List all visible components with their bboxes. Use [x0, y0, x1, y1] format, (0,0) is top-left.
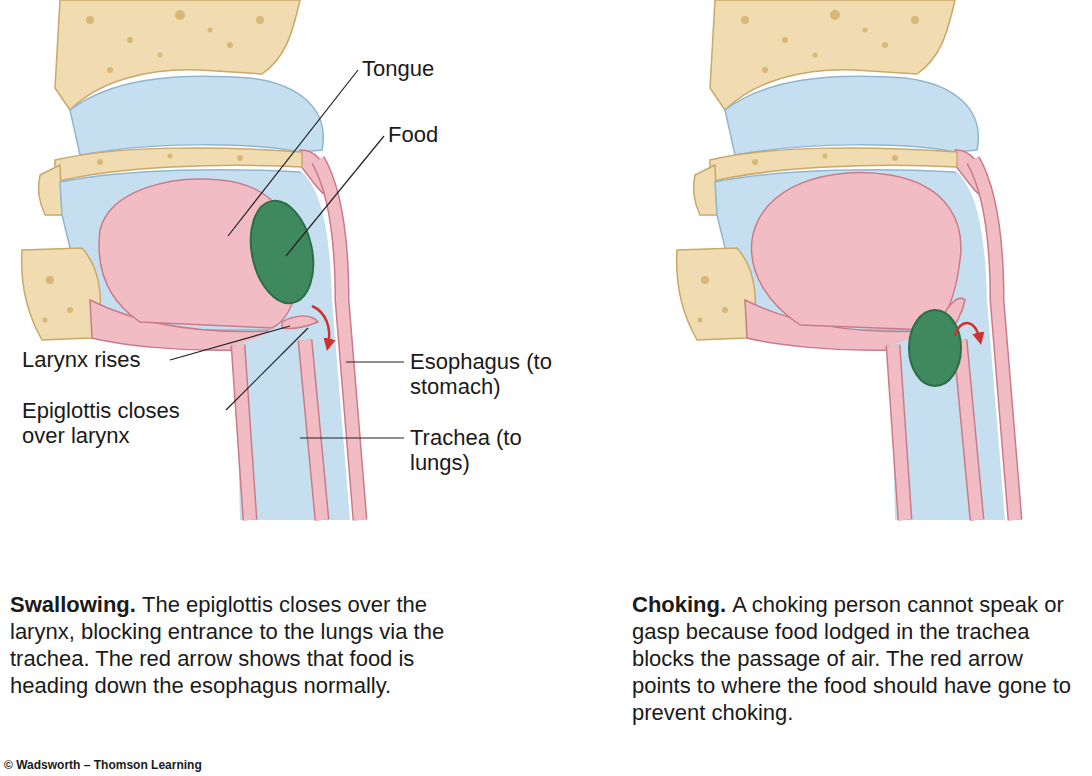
red-arrow	[955, 323, 980, 340]
part-label: Tongue	[362, 56, 502, 81]
part-label: Food	[388, 122, 508, 147]
caption-heading: Choking.	[632, 592, 726, 617]
part-label: Trachea (to lungs)	[410, 425, 560, 475]
part-label: Epiglottis closes over larynx	[22, 398, 227, 448]
tongue	[752, 173, 961, 330]
caption-block: Swallowing.The epiglottis closes over th…	[10, 591, 455, 699]
caption-heading: Swallowing.	[10, 592, 136, 617]
head-section	[677, 0, 1015, 520]
part-label: Esophagus (to stomach)	[410, 349, 580, 399]
copyright-note: © Wadsworth – Thomson Learning	[4, 758, 202, 772]
head-section	[22, 0, 360, 520]
part-label: Larynx rises	[22, 347, 172, 372]
red-arrow	[312, 306, 329, 346]
caption-block: Choking.A choking person cannot speak or…	[632, 591, 1087, 726]
food-bolus	[242, 195, 322, 309]
food-bolus	[909, 310, 961, 386]
leader-lines	[170, 70, 404, 438]
